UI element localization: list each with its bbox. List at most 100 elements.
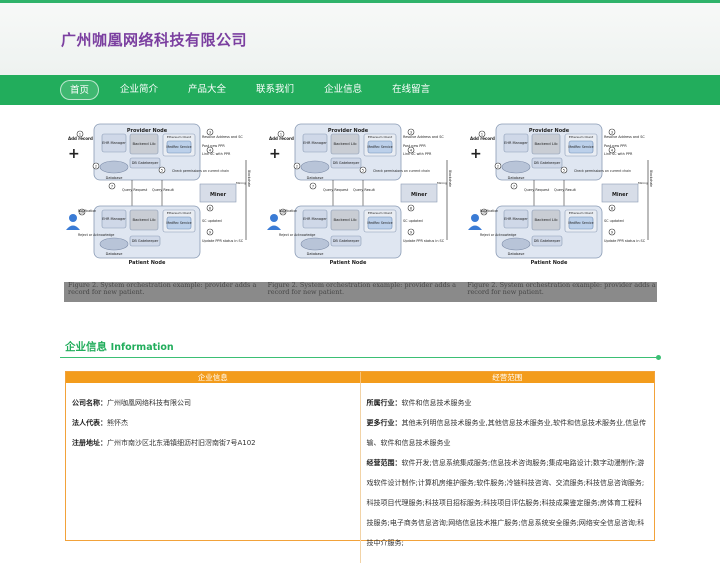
nav-item-products[interactable]: 产品大全 [188,84,227,95]
add-record-label: Add record [470,136,495,141]
provider-node-label: Provider Node [328,128,369,134]
medrec-service-box [367,140,393,154]
info-table-header: 企业信息 经营范围 [66,372,654,383]
step-number-icon [78,208,86,216]
miner-box [199,183,237,203]
step-number-icon [478,130,486,138]
patient-database-cylinder [501,237,531,251]
patient-db-gatekeeper-label: DB Gatekeeper [132,239,159,243]
step-number-label: 7 [111,184,113,188]
banner-caption-2: Figure 2. System orchestration example: … [267,281,457,296]
step-number-label: 5 [362,168,364,172]
info-header-right: 经营范围 [492,373,523,382]
db-gatekeeper-box [129,157,161,169]
more-industry-row: 更多行业：其他未列明信息技术服务业,其他信息技术服务业,软件和信息技术服务业,信… [367,413,649,453]
database-cylinder [300,160,330,174]
step-number-icon [206,146,214,154]
mining-label: Mining [638,181,648,185]
patient-ehr-label: EHR Manager [504,217,528,221]
patient-ehr-box [503,209,529,229]
reject-ack-label: Reject or Acknowledge [279,233,315,237]
info-left-column: 公司名称：广州咖凰网络科技有限公司 法人代表：熊怀杰 注册地址：广州市南沙区北东… [66,383,361,563]
top-accent-line [0,0,720,3]
check-perm-label: Check permissions on current chain [172,169,229,173]
patient-node-label: Patient Node [129,260,166,266]
patient-eth-label: Ethereum Client [368,211,393,215]
mining-label: Mining [437,181,447,185]
patient-ehr-box [302,209,328,229]
step-number-label: 9 [611,230,613,234]
section-title-cn: 企业信息 [65,341,107,353]
patient-medrec-box [568,216,594,230]
patient-medrec-box [367,216,393,230]
step-number-label: 4 [209,148,211,152]
nav-item-home[interactable]: 首页 [60,80,100,100]
patient-ehr-label: EHR Manager [303,217,327,221]
ethereum-client-label: Ethereum Client [167,135,192,139]
nav-item-contact[interactable]: 联系我们 [256,84,295,95]
patient-db-gatekeeper-label: DB Gatekeeper [534,239,561,243]
database-label: Database [307,176,324,180]
post-ppr-label: Post new PPR [403,144,426,148]
patient-database-label: Database [106,252,123,256]
ehr-manager-box [503,133,529,153]
step-number-icon [158,166,166,174]
provider-node-label: Provider Node [529,128,570,134]
patient-database-cylinder [300,237,330,251]
sc-updated-label: SC updated [604,219,624,223]
patient-node-label: Patient Node [330,260,367,266]
backend-lib-box [330,133,360,155]
link-sc-label: Link SC with PPR [403,152,432,156]
step-number-icon [560,166,568,174]
database-label: Database [508,176,525,180]
step-number-icon [494,162,502,170]
miner-label: Miner [612,192,629,198]
post-ppr-label: Post new PPR [604,144,627,148]
step-number-icon [108,182,116,190]
step-number-label: 10 [80,210,84,214]
banner-caption-bar: Figure 2. System orchestration example: … [64,282,657,302]
step-number-icon [608,128,616,136]
patient-database-label: Database [307,252,324,256]
blockchain-label: Blockchain [247,170,251,187]
query-request-label: Query Request [524,188,550,192]
step-number-icon [309,182,317,190]
patient-eth-label: Ethereum Client [569,211,594,215]
patient-medrec-box [166,216,192,230]
backend-lib-label: Backend Lib [333,141,357,146]
patient-backend-label: Backend Lib [333,217,357,222]
patient-body-icon [66,225,80,230]
reject-ack-label: Reject or Acknowledge [480,233,516,237]
db-gatekeeper-label: DB Gatekeeper [132,161,159,165]
scope-label: 经营范围： [366,459,402,467]
step-number-label: 9 [410,230,412,234]
backend-lib-label: Backend Lib [132,141,156,146]
provider-node-label: Provider Node [127,128,168,134]
step-number-icon [407,128,415,136]
step-number-icon [608,228,616,236]
step-number-label: 4 [611,148,613,152]
section-divider-dot [656,355,661,360]
patient-medrec-label: MedRec Service [568,221,593,225]
step-number-label: 3 [611,130,613,134]
backend-lib-box [129,133,159,155]
site-header: 广州咖凰网络科技有限公司 [0,3,720,75]
link-sc-label: Link SC with PPR [604,152,633,156]
patient-node-label: Patient Node [531,260,568,266]
site-title[interactable]: 广州咖凰网络科技有限公司 [61,31,248,49]
database-label: Database [106,176,123,180]
db-gatekeeper-label: DB Gatekeeper [534,161,561,165]
step-number-label: 4 [410,148,412,152]
nav-item-about[interactable]: 企业简介 [120,84,159,95]
ehr-manager-box [101,133,127,153]
step-number-label: 2 [497,164,499,168]
info-header-left: 企业信息 [66,372,361,383]
nav-item-company-info[interactable]: 企业信息 [324,84,363,95]
patient-medrec-label: MedRec Service [166,221,191,225]
nav-item-message[interactable]: 在线留言 [392,84,431,95]
step-number-icon [277,130,285,138]
sc-updated-label: SC updated [202,219,222,223]
